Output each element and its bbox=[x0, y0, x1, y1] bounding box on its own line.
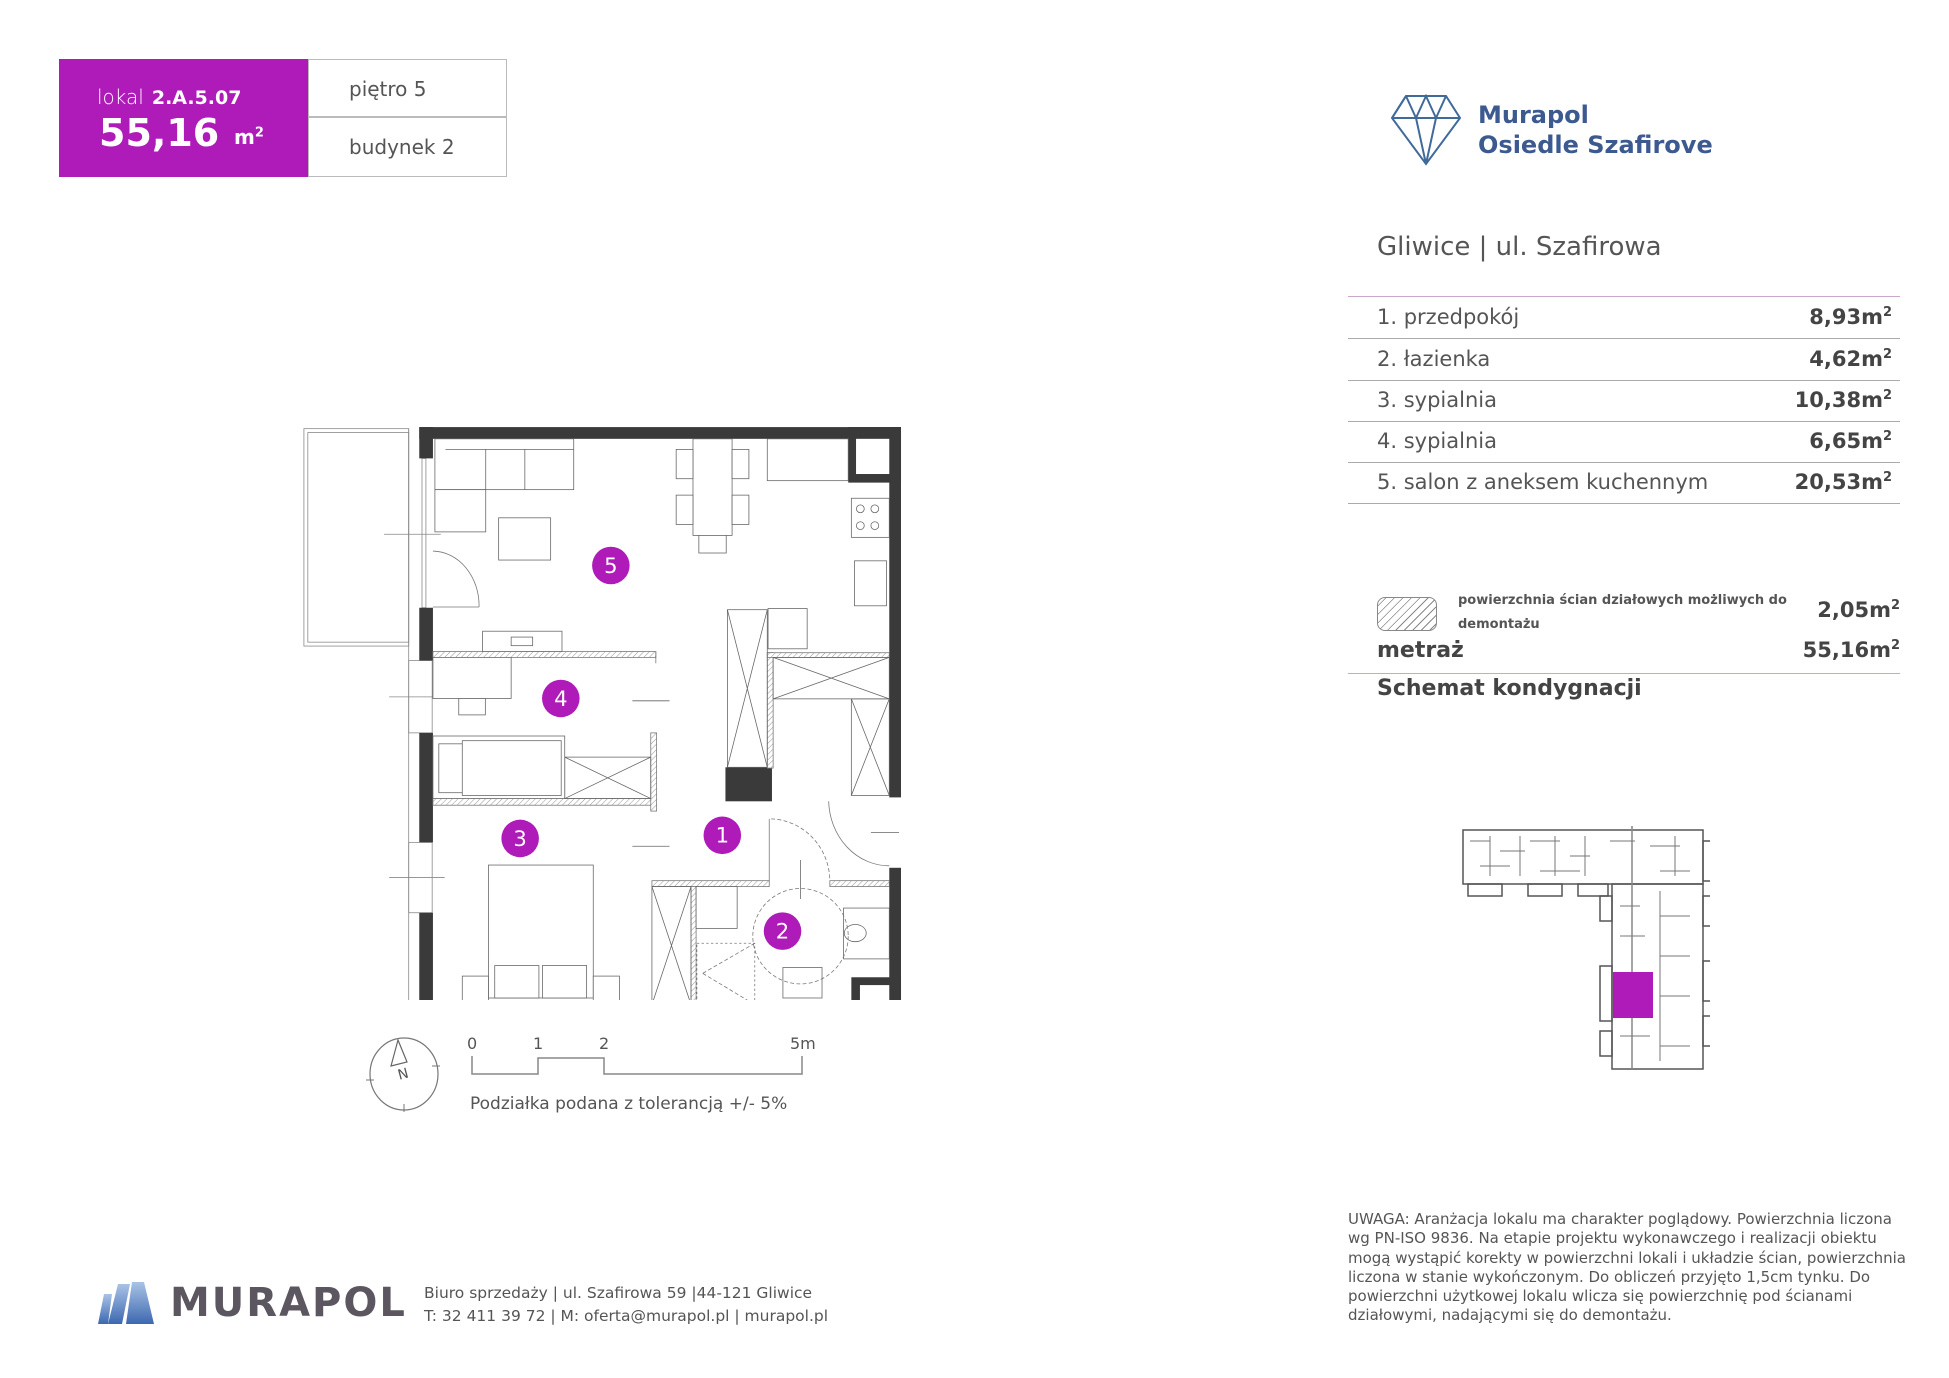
room-area-value: 6,65m bbox=[1809, 429, 1883, 453]
schema-title: Schemat kondygnacji bbox=[1377, 676, 1642, 701]
room-area: 8,93m2 bbox=[1809, 305, 1892, 329]
scale-tick: 0 bbox=[467, 1034, 478, 1053]
partition-area: 2,05m2 bbox=[1817, 598, 1900, 622]
room-marker-3 bbox=[501, 819, 539, 858]
partition-label-line-2: demontażu bbox=[1458, 617, 1540, 632]
area-unit-exponent: 2 bbox=[1882, 388, 1892, 403]
balcony bbox=[303, 428, 410, 1000]
unit-id-value: 2.A.5.07 bbox=[151, 87, 242, 109]
room-name: 2. łazienka bbox=[1377, 347, 1491, 371]
room-name: 4. sypialnia bbox=[1377, 429, 1497, 453]
room-row: 2. łazienka 4,62m2 bbox=[1348, 339, 1900, 381]
room-row: 4. sypialnia 6,65m2 bbox=[1348, 421, 1900, 463]
scale-tick: 2 bbox=[599, 1034, 610, 1053]
floor-schema bbox=[1462, 826, 1710, 1070]
wardrobes bbox=[564, 609, 890, 1000]
room-row: 1. przedpokój 8,93m2 bbox=[1348, 297, 1900, 339]
murapol-logo-icon bbox=[98, 1282, 154, 1324]
room-area-value: 20,53m bbox=[1794, 470, 1883, 494]
total-area-value: 55,16m bbox=[1802, 638, 1891, 662]
floor-label: piętro 5 bbox=[308, 59, 507, 117]
partition-label-line-1: powierzchnia ścian działowych możliwych … bbox=[1458, 593, 1787, 608]
room-number: 4 bbox=[554, 686, 567, 711]
room-area: 6,65m2 bbox=[1809, 429, 1892, 453]
scale-bar bbox=[471, 1056, 803, 1075]
room-marker-1 bbox=[703, 816, 742, 855]
room-name: 3. sypialnia bbox=[1377, 388, 1497, 412]
partition-area-value: 2,05m bbox=[1817, 598, 1891, 622]
room-area: 4,62m2 bbox=[1809, 347, 1892, 371]
hatch-legend-icon bbox=[1377, 597, 1437, 631]
divider bbox=[1348, 296, 1900, 297]
building-label: budynek 2 bbox=[308, 117, 507, 177]
area-unit-exponent: 2 bbox=[1882, 347, 1892, 362]
room-marker-4 bbox=[542, 679, 580, 718]
unit-highlight bbox=[1613, 972, 1653, 1018]
room-area: 20,53m2 bbox=[1795, 470, 1892, 494]
footer-brand: MURAPOL bbox=[170, 1280, 407, 1326]
brand-line-1: Murapol bbox=[1478, 101, 1589, 129]
area-unit-exponent: 2 bbox=[1882, 429, 1892, 444]
doors bbox=[432, 550, 890, 1000]
room-number: 3 bbox=[513, 826, 526, 851]
room-marker-2 bbox=[763, 912, 802, 950]
room-marker-5 bbox=[592, 546, 630, 585]
room-area: 10,38m2 bbox=[1795, 388, 1892, 412]
brand-line-2: Osiedle Szafirove bbox=[1478, 131, 1713, 159]
room-row: 3. sypialnia 10,38m2 bbox=[1348, 380, 1900, 422]
area-unit-exponent: 2 bbox=[1890, 638, 1900, 653]
contact-phone-email: T: 32 411 39 72 | M: oferta@murapol.pl |… bbox=[424, 1307, 829, 1325]
unit-area: 55,16 bbox=[99, 111, 220, 155]
disclaimer-note: UWAGA: Aranżacja lokalu ma charakter pog… bbox=[1348, 1210, 1906, 1325]
area-unit-exponent: 2 bbox=[1890, 598, 1900, 613]
room-number: 5 bbox=[604, 553, 617, 578]
room-name: 1. przedpokój bbox=[1377, 305, 1520, 329]
unit-area-unit-base: m bbox=[234, 125, 255, 149]
total-area: 55,16m2 bbox=[1803, 638, 1900, 662]
diamond-logo-icon bbox=[1390, 93, 1462, 166]
contact-info: Biuro sprzedaży | ul. Szafirowa 59 |44-1… bbox=[424, 1282, 828, 1328]
room-area-value: 8,93m bbox=[1809, 305, 1883, 329]
brand-name: Murapol Osiedle Szafirove bbox=[1478, 100, 1713, 160]
unit-badge: lokal 2.A.5.07 55,16 m2 bbox=[59, 59, 308, 177]
room-name: 5. salon z aneksem kuchennym bbox=[1377, 470, 1709, 494]
floor-plan: 5 4 3 1 2 bbox=[303, 427, 902, 1000]
area-unit-exponent: 2 bbox=[1882, 305, 1892, 320]
room-row: 5. salon z aneksem kuchennym 20,53m2 bbox=[1348, 462, 1900, 504]
divider bbox=[1348, 673, 1900, 674]
room-area-value: 10,38m bbox=[1794, 388, 1883, 412]
room-number: 2 bbox=[776, 919, 789, 944]
unit-id: lokal 2.A.5.07 bbox=[97, 85, 241, 109]
scale-note: Podziałka podana z tolerancją +/- 5% bbox=[470, 1094, 788, 1114]
unit-area-unit-exponent: 2 bbox=[254, 125, 264, 141]
room-markers bbox=[501, 546, 802, 950]
compass-icon: N bbox=[366, 1037, 440, 1112]
scale-tick: 5m bbox=[790, 1034, 816, 1053]
total-label: metraż bbox=[1377, 638, 1464, 663]
room-number: 1 bbox=[716, 823, 729, 848]
area-unit-exponent: 2 bbox=[1882, 470, 1892, 485]
partition-label: powierzchnia ścian działowych możliwych … bbox=[1458, 589, 1788, 637]
unit-area-unit: m2 bbox=[234, 125, 264, 149]
compass-north-label: N bbox=[396, 1066, 410, 1084]
contact-address: Biuro sprzedaży | ul. Szafirowa 59 |44-1… bbox=[424, 1284, 813, 1302]
unit-id-label: lokal bbox=[97, 85, 144, 109]
location-title: Gliwice | ul. Szafirowa bbox=[1377, 232, 1662, 262]
furniture bbox=[432, 438, 890, 1000]
scale-tick: 1 bbox=[533, 1034, 544, 1053]
room-area-value: 4,62m bbox=[1809, 347, 1883, 371]
